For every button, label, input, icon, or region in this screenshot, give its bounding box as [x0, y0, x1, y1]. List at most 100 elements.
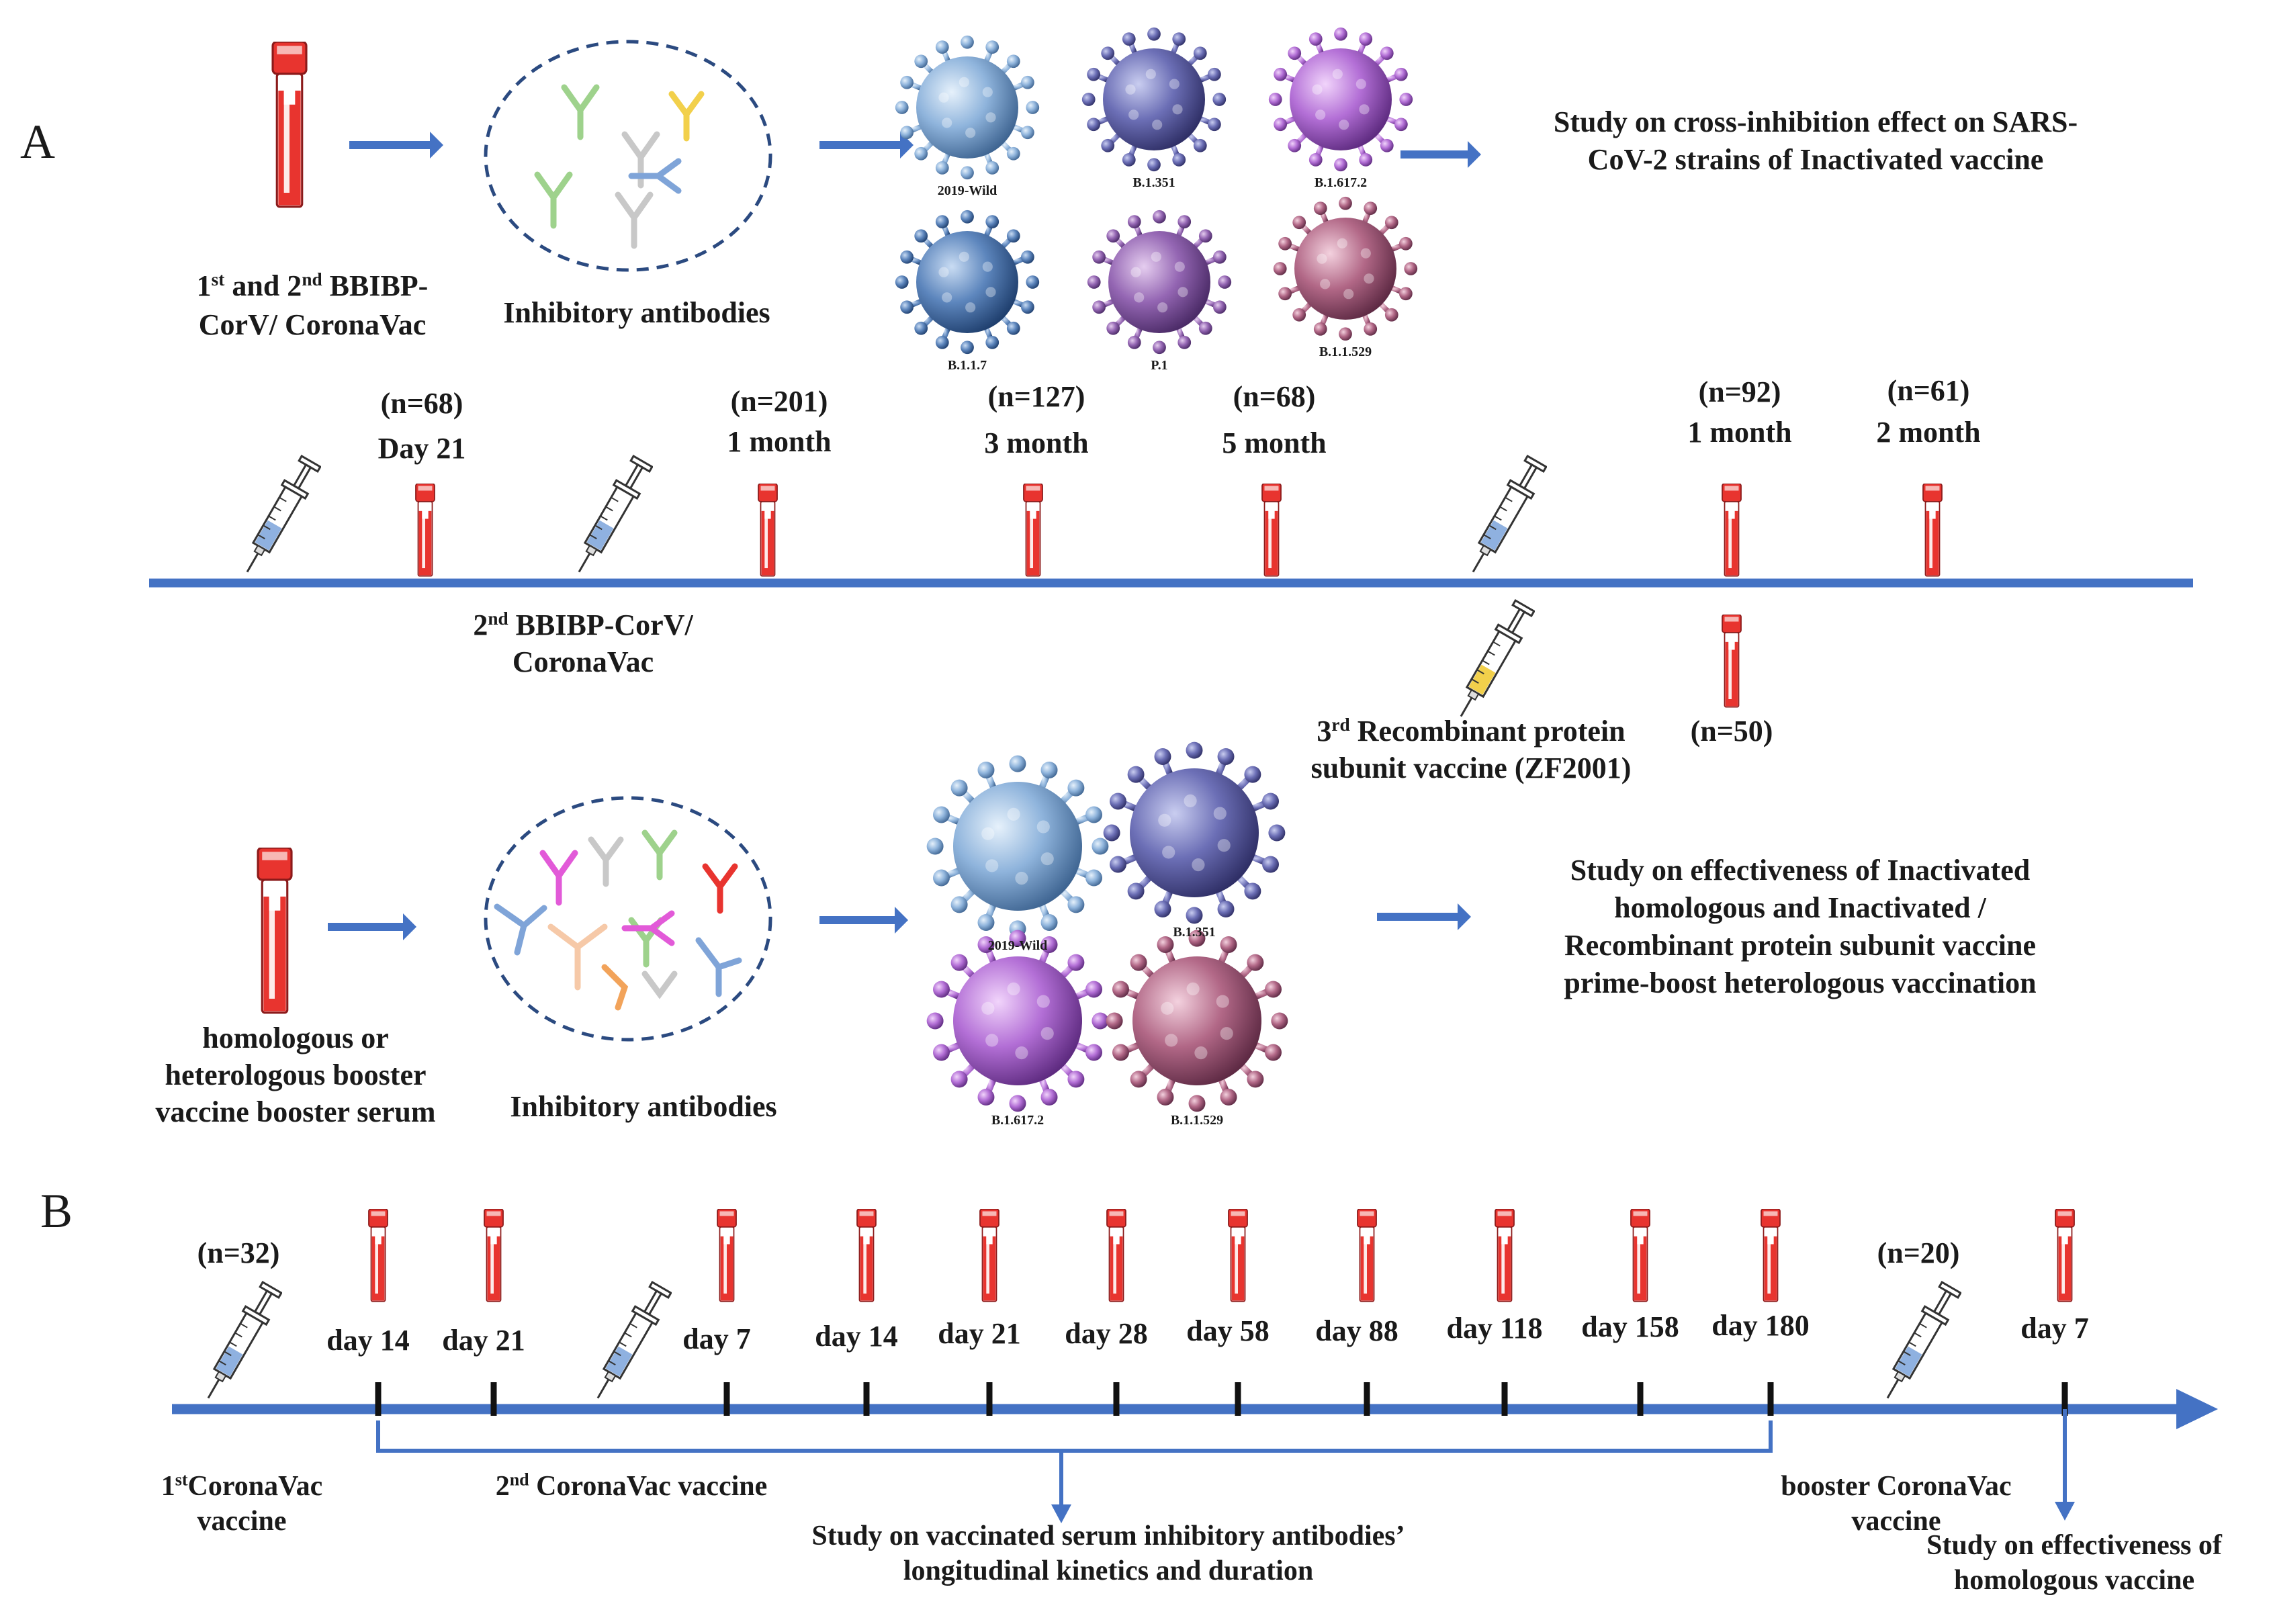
sample-count: (n=61): [1887, 374, 1970, 407]
bracket: [376, 1420, 1773, 1453]
blood-tube-icon: [2055, 1209, 2075, 1302]
strain-label: B.1.1.7: [947, 358, 987, 373]
study-effectiveness: Study on effectiveness of Inactivated: [1570, 854, 2031, 887]
blood-tube-icon: [1721, 615, 1742, 708]
study-effectiveness-line3: Recombinant protein subunit vaccine: [1564, 929, 2037, 962]
blood-tube-icon: [368, 1209, 388, 1302]
strain-label: P.1: [1151, 358, 1168, 373]
sample-count: (n=127): [987, 380, 1085, 413]
booster-vaccine-label-line2: vaccine: [1851, 1506, 1941, 1537]
syringe-icon: [1466, 453, 1547, 580]
third-dose-label-line2: subunit vaccine (ZF2001): [1310, 752, 1632, 784]
sample-count: (n=68): [1233, 380, 1316, 413]
strain-label: B.1.351: [1173, 925, 1216, 940]
strain-label: B.1.1.529: [1319, 345, 1372, 359]
second-dose-label-line2: CoronaVac: [512, 645, 654, 678]
virus-icon: [1273, 196, 1418, 341]
strain-label: B.1.617.2: [1314, 175, 1368, 190]
syringe-icon: [1881, 1279, 1961, 1406]
first-n: (n=32): [197, 1236, 280, 1269]
virus-icon: [1106, 930, 1288, 1112]
third-dose-label: 3rd Recombinant protein: [1317, 715, 1626, 748]
antibody-icons: [534, 84, 705, 249]
blood-tube-icon: [271, 42, 308, 208]
panel-a-bottom-row: [257, 741, 1471, 1112]
second-vaccine-label: 2nd CoronaVac vaccine: [495, 1470, 768, 1502]
serum-label-line2: CorV/ CoronaVac: [198, 308, 427, 341]
arrow-head-icon: [1468, 141, 1481, 168]
arrow-head-icon: [2055, 1502, 2075, 1521]
timepoint-label: 1 month: [727, 425, 832, 458]
virus-icons: [926, 741, 1288, 1112]
arrow-head-icon: [900, 132, 914, 159]
panel-b-timeline: [172, 1209, 2218, 1523]
arrow-head-icon: [403, 913, 416, 940]
virus-icon: [1087, 210, 1232, 355]
booster-serum-label: homologous or: [202, 1022, 389, 1054]
sample-count: (n=92): [1698, 375, 1781, 408]
sample-count: (n=201): [730, 385, 828, 418]
study-cross-inhibition-line2: CoV-2 strains of Inactivated vaccine: [1587, 143, 2044, 176]
strain-label: 2019-Wild: [987, 938, 1048, 953]
virus-icon: [926, 755, 1109, 938]
panel-a-top-row: [271, 27, 1481, 355]
arrow-head-icon: [1051, 1504, 1071, 1523]
day-label: day 58: [1186, 1314, 1270, 1347]
blood-tube-icon: [1630, 1209, 1650, 1302]
blood-tube-icon: [1495, 1209, 1515, 1302]
syringe-icon: [572, 453, 653, 580]
antibody-label: Inhibitory antibodies: [510, 1090, 777, 1123]
antibody-icons: [494, 829, 742, 1011]
blood-tube-icon: [1721, 484, 1742, 577]
syringe-icon: [202, 1279, 282, 1406]
blood-tube-icons: [368, 1209, 2075, 1302]
day-label: day 158: [1581, 1310, 1679, 1343]
first-vaccine-label: 1stCoronaVac: [161, 1470, 323, 1502]
syringe-icon: [1454, 598, 1535, 725]
virus-icon: [895, 210, 1040, 355]
arrow-head-icon: [430, 132, 443, 159]
study-cross-inhibition: Study on cross-inhibition effect on SARS…: [1553, 105, 2078, 138]
booster-serum-label-line2: heterologous booster: [165, 1058, 427, 1091]
blood-tube-icon: [1761, 1209, 1781, 1302]
virus-icon: [1268, 27, 1413, 172]
study-effectiveness-line2: homologous and Inactivated /: [1614, 891, 1986, 924]
day-label: day 88: [1315, 1314, 1398, 1347]
blood-tube-icon: [1022, 484, 1044, 577]
timepoint-label: 2 month: [1876, 416, 1981, 449]
blood-tube-icon: [717, 1209, 737, 1302]
day-label: day 28: [1065, 1317, 1148, 1350]
syringe-icon: [240, 453, 321, 580]
strain-label: 2019-Wild: [937, 183, 997, 198]
strain-label: B.1.617.2: [991, 1113, 1044, 1128]
virus-icons: [895, 27, 1418, 355]
blood-tube-icon: [257, 848, 293, 1014]
study-effectiveness-line4: prime-boost heterologous vaccination: [1564, 966, 2037, 999]
blood-tube-icon: [1261, 484, 1282, 577]
timeline-arrow-head-icon: [2176, 1389, 2218, 1429]
day-label: day 7: [682, 1322, 751, 1355]
day-label: day 21: [938, 1317, 1021, 1350]
blood-tube-icon: [856, 1209, 877, 1302]
booster-n: (n=20): [1877, 1236, 1960, 1269]
timepoint-label: 5 month: [1222, 426, 1327, 459]
virus-icon: [926, 930, 1109, 1112]
timepoint-label: 1 month: [1687, 416, 1792, 449]
antibody-circle: [484, 40, 772, 272]
blood-tube-icon: [1357, 1209, 1377, 1302]
blood-tube-icon: [979, 1209, 999, 1302]
serum-label: 1st and 2nd BBIBP-: [196, 269, 429, 302]
blood-tube-icon: [414, 484, 436, 577]
third-dose-n: (n=50): [1690, 715, 1773, 748]
booster-serum-label-line3: vaccine booster serum: [155, 1095, 436, 1128]
day-label: day 21: [442, 1324, 525, 1357]
syringe-icon: [591, 1279, 672, 1406]
blood-tube-icon: [1106, 1209, 1126, 1302]
timeline-ticks: [375, 1382, 2068, 1416]
first-vaccine-label-line2: vaccine: [197, 1506, 287, 1537]
blood-tube-icon: [757, 484, 778, 577]
blood-tube-icon: [1228, 1209, 1248, 1302]
day-label: day 118: [1446, 1312, 1543, 1345]
sample-count: (n=68): [380, 387, 463, 420]
